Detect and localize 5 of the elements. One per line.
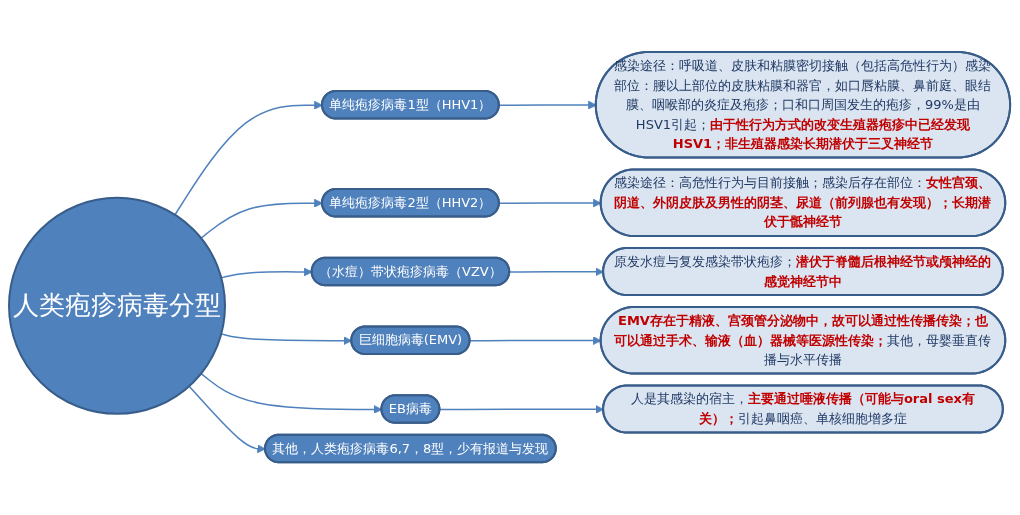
- arrow: [221, 267, 313, 279]
- arrow: [188, 385, 267, 454]
- node-circle: 人类疱疹病毒分型: [8, 197, 227, 416]
- arrow: [499, 199, 602, 208]
- arrow: [469, 336, 602, 346]
